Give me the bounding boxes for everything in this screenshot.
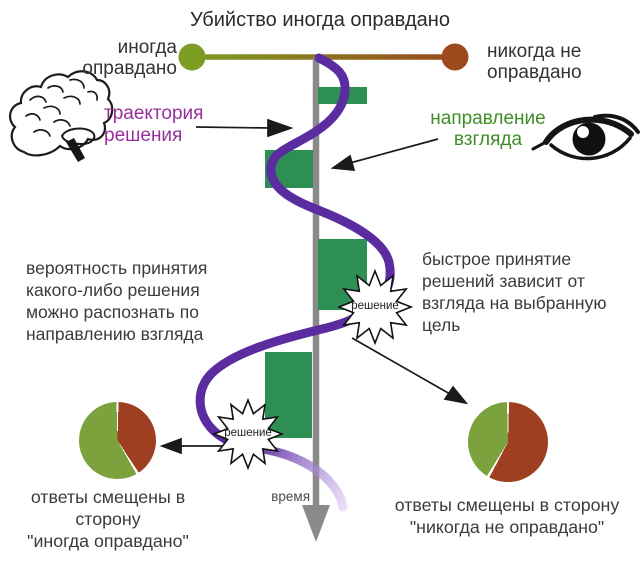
scale-label-right-line2: оправдано bbox=[487, 62, 582, 83]
time-axis-label: время bbox=[271, 489, 310, 504]
decision-badge-label-left: решение bbox=[224, 427, 272, 439]
left-pie-caption: ответы смещены в сторону "иногда оправда… bbox=[0, 486, 218, 552]
scale-label-right-line1: никогда не bbox=[487, 41, 582, 62]
scale-dot-left bbox=[178, 43, 206, 71]
time-axis-arrowhead bbox=[302, 505, 330, 542]
scale-dot-right bbox=[441, 43, 469, 71]
left-note-line4: направлению взгляда bbox=[26, 324, 204, 344]
eye-icon bbox=[531, 113, 640, 161]
right-note: быстрое принятие решений зависит от взгл… bbox=[422, 248, 606, 336]
gaze-label: направление взгляда bbox=[425, 108, 551, 150]
brain-icon bbox=[8, 70, 114, 162]
trajectory-label: траектория решения bbox=[104, 103, 234, 147]
decision-trajectory-curve-fade bbox=[247, 442, 348, 512]
left-note-line3: можно распознать по bbox=[26, 302, 200, 322]
right-pie-caption: ответы смещены в сторону "никогда не опр… bbox=[378, 494, 636, 538]
gaze-label-line2: взгляда bbox=[453, 129, 523, 150]
right-pie-caption-line2: "никогда не оправдано" bbox=[409, 517, 605, 537]
trajectory-label-line1: траектория bbox=[104, 103, 204, 124]
right-pie-caption-line1: ответы смещены в сторону bbox=[394, 495, 620, 515]
left-pie-caption-line2: "иногда оправдано" bbox=[27, 531, 189, 551]
right-note-line3: взгляда на выбранную bbox=[422, 293, 607, 313]
decision-badge-label-right: решение bbox=[351, 300, 399, 312]
diagram-title: Убийство иногда оправдано bbox=[190, 9, 450, 31]
scale-label-right: никогда не оправдано bbox=[487, 41, 640, 83]
left-pie-pointer-arrow bbox=[159, 437, 222, 455]
trajectory-label-line2: решения bbox=[104, 125, 183, 146]
right-pie-pointer-arrow bbox=[351, 337, 469, 405]
right-note-line4: цель bbox=[422, 315, 461, 335]
right-pie-chart bbox=[468, 402, 548, 482]
scale-label-left: иногда оправдано bbox=[20, 37, 177, 79]
scale-label-left-line2: оправдано bbox=[82, 58, 177, 79]
scale-label-left-line1: иногда bbox=[117, 37, 177, 58]
left-note: вероятность принятия какого-либо решения… bbox=[26, 257, 207, 345]
gaze-label-line1: направление bbox=[430, 108, 546, 129]
trajectory-pointer-arrow bbox=[195, 118, 294, 138]
left-note-line2: какого-либо решения bbox=[26, 280, 200, 300]
left-note-line1: вероятность принятия bbox=[26, 258, 208, 278]
gaze-pointer-arrow bbox=[330, 138, 439, 171]
right-note-line2: решений зависит от bbox=[422, 271, 585, 291]
left-pie-chart bbox=[79, 402, 156, 479]
right-note-line1: быстрое принятие bbox=[422, 249, 572, 269]
decision-trajectory-curve bbox=[195, 53, 395, 452]
left-pie-caption-line1: ответы смещены в сторону bbox=[30, 487, 186, 529]
